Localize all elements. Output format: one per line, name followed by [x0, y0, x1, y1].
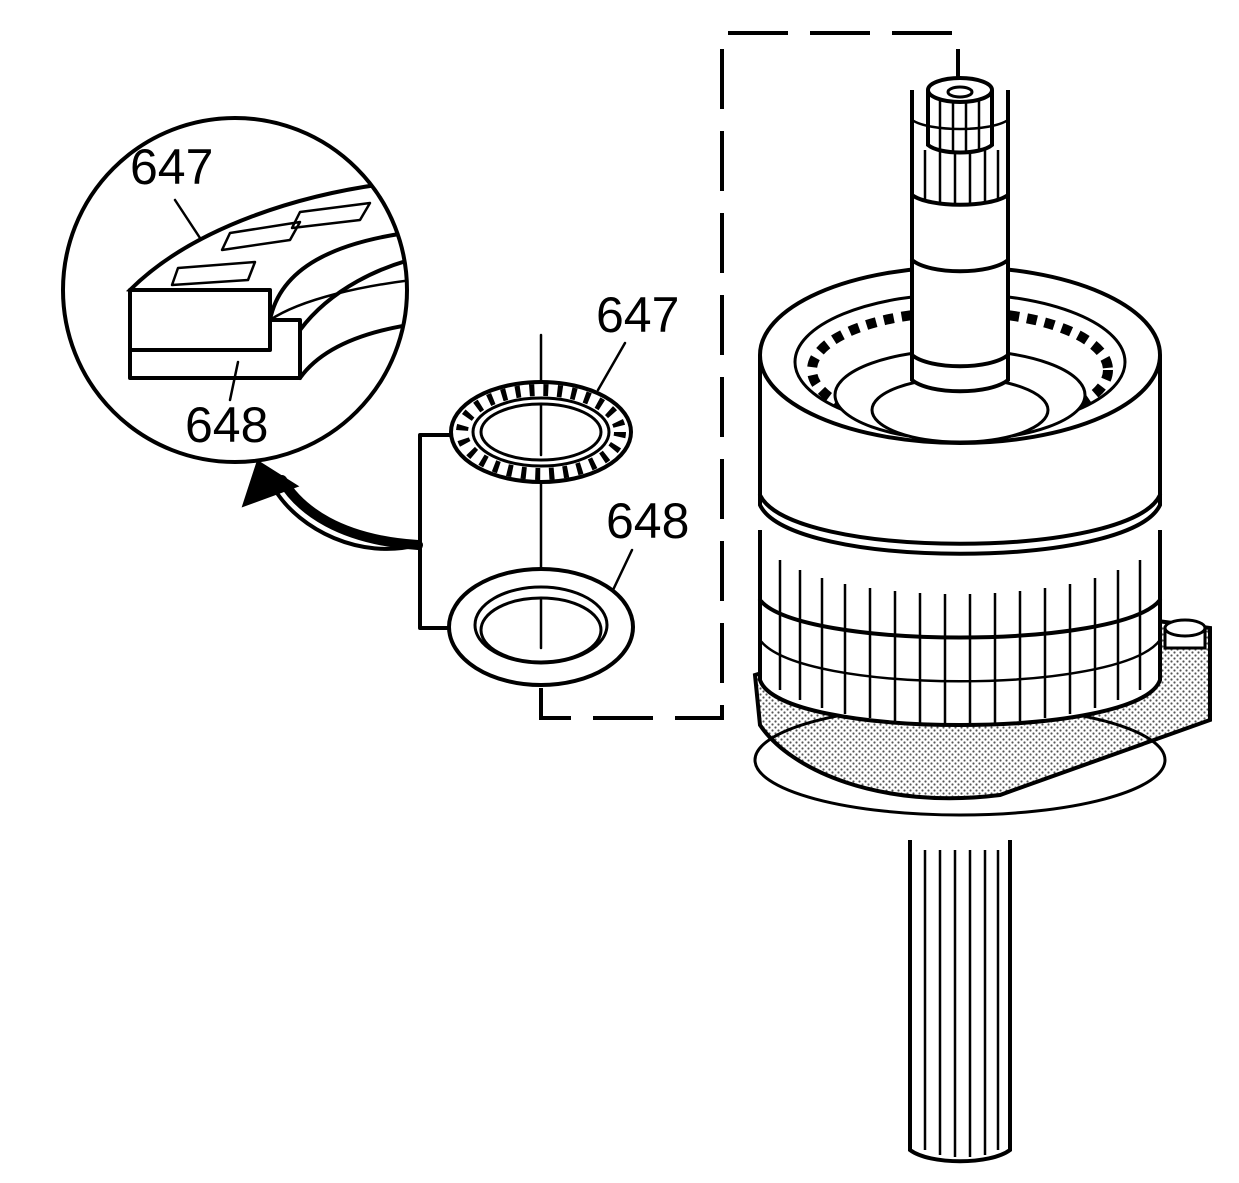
detail-magnifier: 647 648: [61, 116, 409, 464]
callout-648-detail: 648: [185, 397, 268, 453]
clutch-assembly: [752, 76, 1212, 1164]
callout-647: 647: [596, 287, 679, 343]
washer-section: [128, 318, 302, 380]
detail-circle-outline: [61, 116, 409, 464]
leader-647-detail: [173, 198, 202, 240]
pair-bracket: [418, 433, 452, 630]
callout-648: 648: [606, 493, 689, 549]
bearing-section: [128, 288, 272, 352]
install-path-line: [539, 31, 960, 720]
leader-647: [596, 341, 627, 392]
leader-648: [611, 548, 634, 592]
callout-647-detail: 647: [130, 139, 213, 195]
curved-arrow-icon: [241, 459, 423, 551]
leader-648-detail: [228, 360, 240, 402]
